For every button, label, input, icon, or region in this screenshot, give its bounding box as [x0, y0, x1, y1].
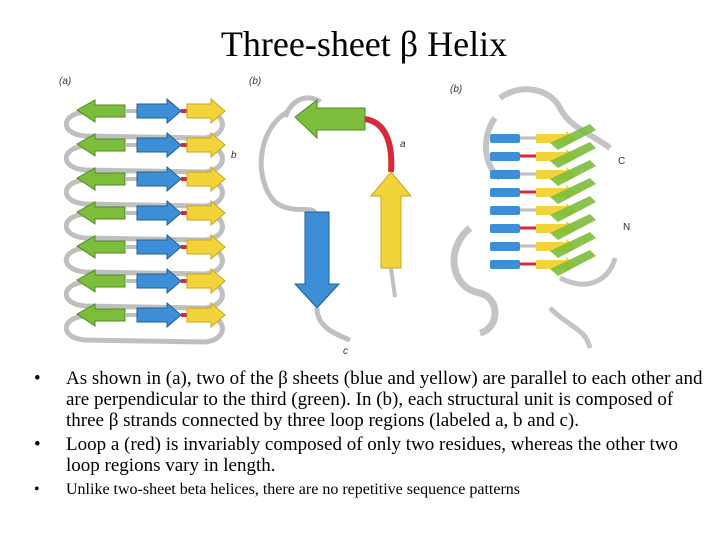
rung-loop: [63, 245, 206, 277]
blue-strand: [136, 199, 182, 227]
bullet-marker: •: [34, 481, 40, 498]
ribbon-rung: [490, 250, 596, 276]
rung-loop: [63, 279, 206, 311]
c-terminus-label: C: [618, 156, 625, 167]
ribbon-blue: [490, 134, 520, 143]
helix-rung: [63, 131, 226, 175]
ribbon-blue: [490, 242, 520, 251]
ribbon-blue: [490, 206, 520, 215]
ribbon-green: [550, 196, 596, 222]
ribbon-blue: [490, 152, 520, 161]
ribbon-blue: [490, 224, 520, 233]
ribbon-rung: [490, 142, 596, 168]
ribbon-strands: [490, 124, 596, 276]
rung-loop: [63, 143, 206, 175]
bullet-marker: •: [34, 434, 41, 455]
loop-c-label: c: [343, 346, 348, 357]
bullet-list: • As shown in (a), two of the β sheets (b…: [30, 368, 710, 503]
helix-rung: [63, 165, 226, 209]
green-strand: [76, 99, 126, 123]
ribbon-green: [550, 232, 596, 258]
helix-rung: [63, 97, 226, 141]
ribbon-rung: [490, 124, 596, 150]
rung-loop: [63, 109, 206, 141]
helix-rung: [63, 267, 226, 311]
helix-rung: [63, 301, 226, 345]
blue-strand: [136, 97, 182, 125]
loop-b: [258, 109, 318, 218]
bullet-item: • Loop a (red) is invariably composed of …: [30, 434, 710, 476]
green-strand-arrow: [294, 98, 366, 140]
ribbon-green: [550, 214, 596, 240]
loop-a-label: a: [400, 139, 406, 150]
bullet-text: Unlike two-sheet beta helices, there are…: [66, 481, 521, 498]
yellow-strand-arrow: [369, 171, 413, 269]
yellow-strand: [186, 165, 226, 193]
panel-b-label: (b): [249, 76, 261, 87]
rung-loop: [63, 313, 206, 345]
panel-a-loop-label: b: [231, 150, 237, 161]
figure-panel-b: (b) a c: [249, 76, 413, 357]
bullet-item: • Unlike two-sheet beta helices, there ar…: [30, 480, 710, 500]
blue-strand: [136, 301, 182, 329]
ribbon-green: [550, 124, 596, 150]
ribbon-green: [550, 178, 596, 204]
bullet-marker: •: [34, 368, 41, 389]
ribbon-blue: [490, 188, 520, 197]
yellow-strand: [186, 233, 226, 261]
panel-ribbon-label: (b): [450, 84, 462, 95]
bullet-text: Loop a (red) is invariably composed of o…: [66, 434, 679, 476]
ribbon-rung: [490, 178, 596, 204]
blue-strand: [136, 131, 182, 159]
figure-panel-ribbon: (b) C N: [450, 84, 630, 349]
helix-rung: [63, 199, 226, 243]
ribbon-blue: [490, 170, 520, 179]
ribbon-rung: [490, 214, 596, 240]
n-terminus-label: N: [623, 222, 630, 233]
bullet-item: • As shown in (a), two of the β sheets (b…: [30, 368, 710, 431]
loop-a-red: [364, 116, 395, 173]
panel-a-label: (a): [59, 76, 71, 87]
ribbon-blue: [490, 260, 520, 269]
figure-panel-a: (a) b: [59, 76, 237, 345]
blue-strand-arrow: [293, 211, 341, 309]
bullet-text: As shown in (a), two of the β sheets (bl…: [66, 368, 703, 431]
blue-strand: [136, 165, 182, 193]
ribbon-green: [550, 142, 596, 168]
slide-title: Three-sheet β Helix: [220, 24, 508, 64]
yellow-strand: [186, 301, 226, 329]
helix-rung: [63, 233, 226, 277]
yellow-strand: [186, 131, 226, 159]
yellow-strand: [186, 199, 226, 227]
ribbon-rung: [490, 232, 596, 258]
ribbon-rung: [490, 160, 596, 186]
blue-strand: [136, 233, 182, 261]
ribbon-rung: [490, 196, 596, 222]
ribbon-green: [550, 160, 596, 186]
blue-strand: [136, 267, 182, 295]
helix-stack: [63, 97, 226, 345]
yellow-strand: [186, 267, 226, 295]
rung-loop: [63, 177, 206, 209]
loop-top: [282, 95, 322, 119]
yellow-strand: [186, 97, 226, 125]
rung-loop: [63, 211, 206, 243]
ribbon-green: [550, 250, 596, 276]
loop-c: [314, 307, 351, 343]
